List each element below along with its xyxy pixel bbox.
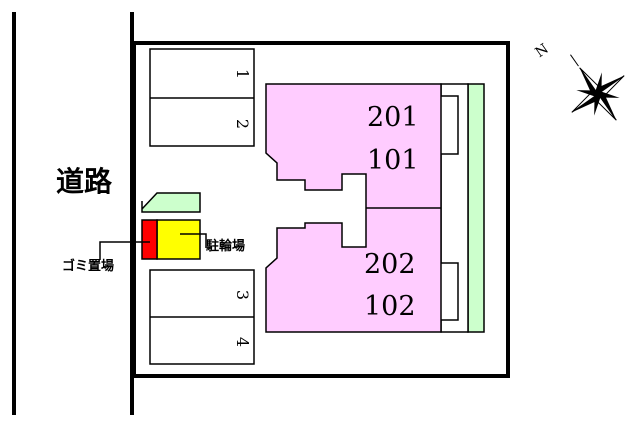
unit-101-label: 101 [367,145,419,176]
garbage-area [141,219,158,260]
bicycle-parking-area [156,219,201,260]
unit-202-label: 202 [364,249,416,280]
road-label: 道路 [56,165,113,198]
bicycle-parking-label: 駐輪場 [206,239,246,254]
unit-201-label: 201 [367,102,419,133]
bicycle-parking-leader [180,233,207,248]
green-planting-small [141,192,201,213]
parking-space-3-label: 3 [233,289,252,301]
balcony-outline [440,83,469,333]
parking-space-4-label: 4 [233,336,252,348]
parking-space-1-label: 1 [233,68,252,80]
parking-space-2-label: 2 [233,118,252,130]
garbage-area-leader [99,241,150,260]
unit-102-label: 102 [364,291,416,322]
compass-rose-icon [570,54,625,121]
apartment-building [265,83,442,333]
green-strip [467,83,485,333]
garbage-area-label: ゴミ置場 [62,259,115,274]
